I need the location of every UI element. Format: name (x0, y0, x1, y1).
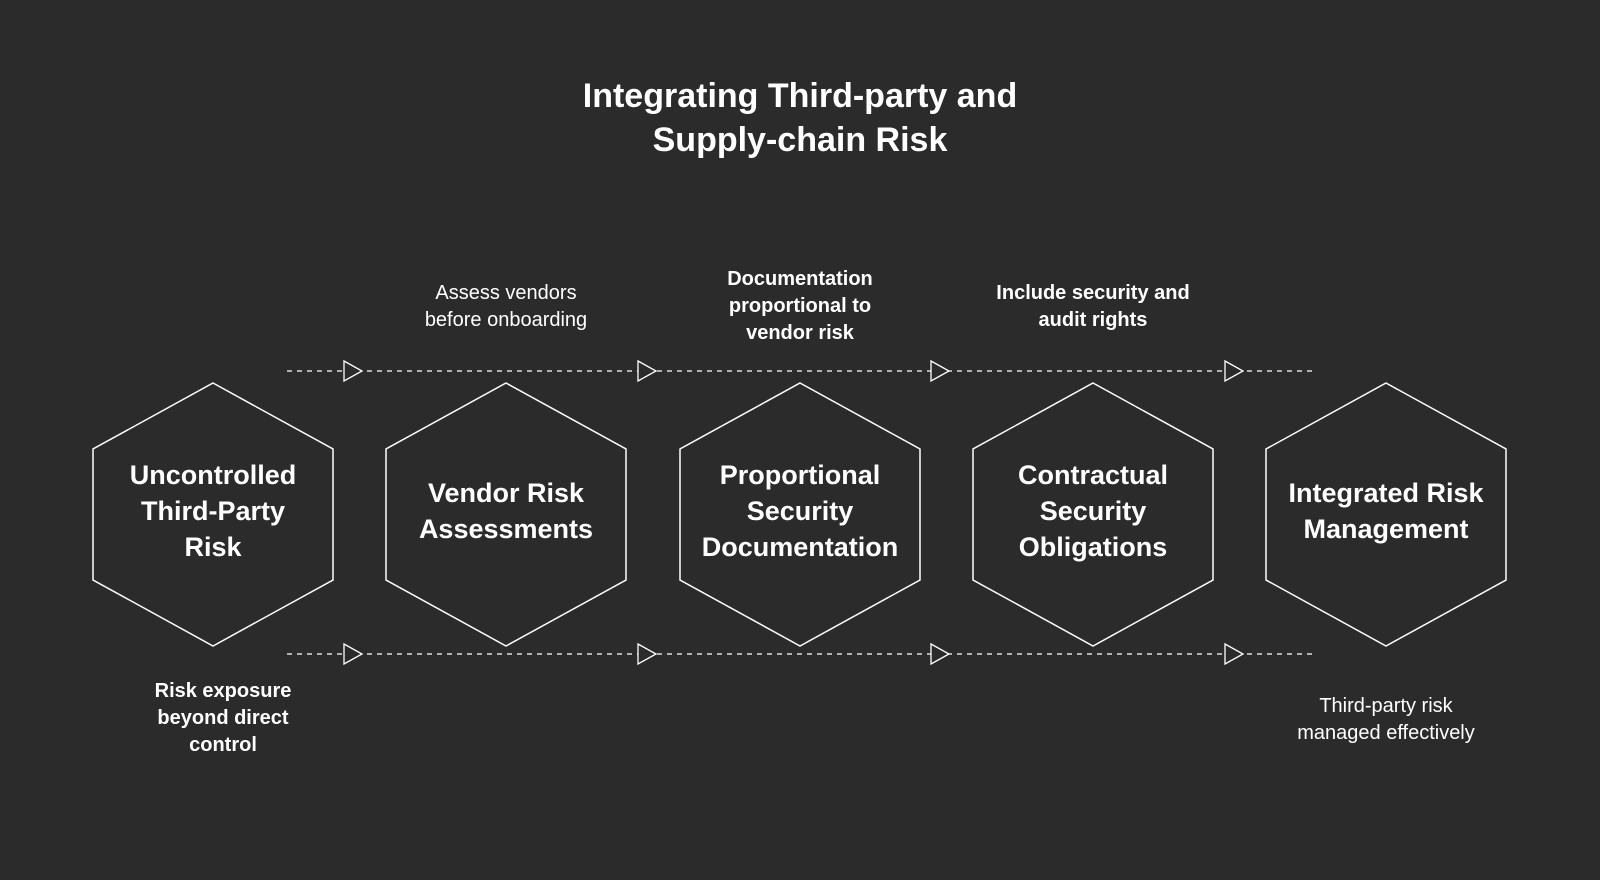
stage-label-4: Contractual Security Obligations (1017, 460, 1169, 562)
stage-label-5: Integrated Risk Management (1288, 478, 1484, 544)
stage-label-3: Proportional Security Documentation (701, 460, 899, 562)
title-line-2: Supply-chain Risk (652, 121, 948, 159)
top-note-documentation: Documentation proportional to vendor ris… (727, 268, 873, 344)
triangle-arrow-right-icon (930, 359, 951, 383)
triangle-arrow-right-icon (343, 642, 364, 666)
triangle-arrow-right-icon (637, 359, 658, 383)
stage-label-1: Uncontrolled Third-Party Risk (129, 460, 297, 562)
diagram-title: Integrating Third-party and Supply-chain… (0, 74, 1600, 162)
triangle-arrow-right-icon (343, 359, 364, 383)
stage-label-2: Vendor Risk Assessments (418, 478, 594, 544)
bottom-note-risk-exposure: Risk exposure beyond direct control (154, 680, 292, 756)
title-line-1: Integrating Third-party and (582, 77, 1018, 115)
stage-hexagon-2 (385, 382, 627, 647)
top-note-contract-rights: Include security and audit rights (996, 282, 1190, 331)
stage-hexagon-5 (1265, 382, 1507, 647)
stage-hexagon-1 (92, 382, 334, 647)
triangle-arrow-right-icon (637, 642, 658, 666)
bottom-note-risk-managed: Third-party risk managed effectively (1297, 695, 1475, 744)
stage-hexagon-4 (972, 382, 1214, 647)
triangle-arrow-right-icon (1224, 359, 1245, 383)
triangle-arrow-right-icon (930, 642, 951, 666)
triangle-arrow-right-icon (1224, 642, 1245, 666)
stage-hexagon-3 (679, 382, 921, 647)
top-note-vendor-assessment: Assess vendors before onboarding (424, 282, 588, 331)
